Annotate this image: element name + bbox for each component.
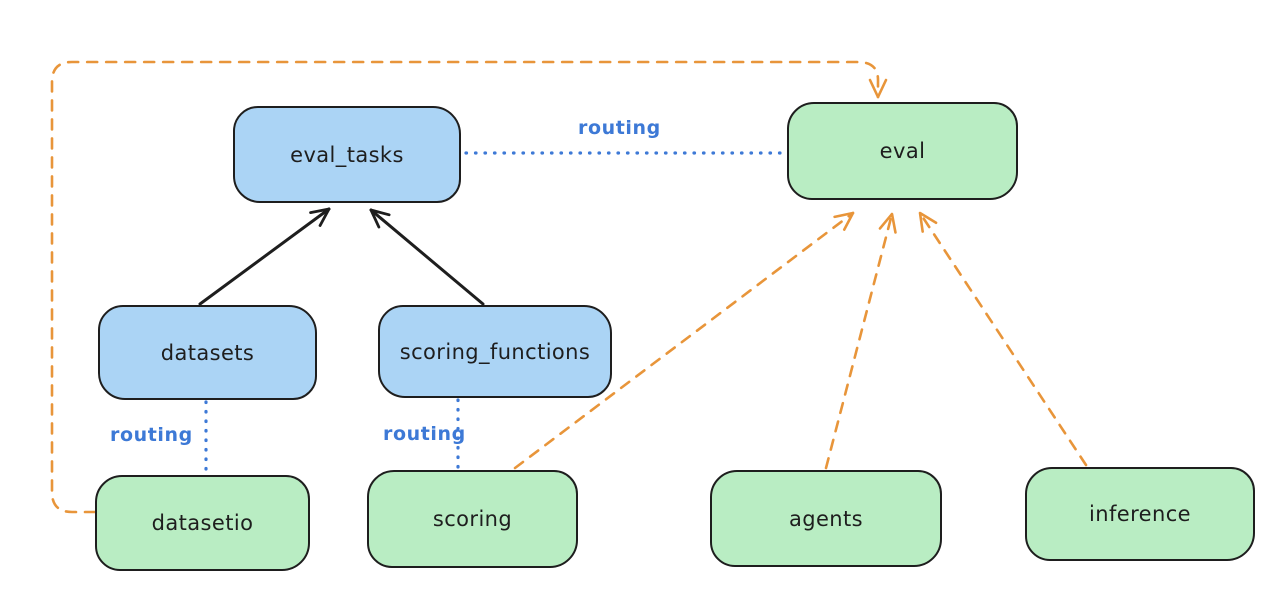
node-eval-tasks-label: eval_tasks bbox=[290, 142, 404, 167]
node-agents-label: agents bbox=[788, 506, 863, 531]
node-scoring-label: scoring bbox=[432, 507, 513, 531]
edge-agents-to-eval bbox=[824, 212, 897, 470]
node-inference: inference bbox=[1025, 467, 1255, 561]
node-inference-label: inference bbox=[1089, 502, 1191, 526]
node-eval: eval bbox=[787, 102, 1018, 200]
routing-label-datasets-datasetio: routing bbox=[110, 424, 193, 446]
node-datasetio-label: datasetio bbox=[151, 511, 254, 535]
routing-label-eval-tasks-eval: routing bbox=[578, 117, 661, 139]
node-datasetio: datasetio bbox=[95, 475, 310, 571]
node-agents: agents bbox=[710, 470, 942, 567]
edge-datasetio-to-eval-loop bbox=[50, 60, 888, 514]
routing-label-scoring-functions-scoring: routing bbox=[383, 423, 466, 445]
node-scoring-functions: scoring_functions bbox=[378, 305, 612, 398]
edge-scoring-to-eval bbox=[513, 211, 855, 470]
node-eval-label: eval bbox=[879, 139, 926, 163]
node-datasets: datasets bbox=[98, 305, 317, 400]
node-scoring-functions-label: scoring_functions bbox=[399, 339, 591, 364]
edge-inference-to-eval bbox=[918, 211, 1088, 467]
node-scoring: scoring bbox=[367, 470, 578, 568]
edge-datasets-to-eval-tasks bbox=[198, 207, 331, 306]
node-datasets-label: datasets bbox=[160, 340, 255, 365]
edge-scoring-functions-to-eval-tasks bbox=[369, 208, 485, 306]
node-eval-tasks: eval_tasks bbox=[233, 106, 461, 203]
